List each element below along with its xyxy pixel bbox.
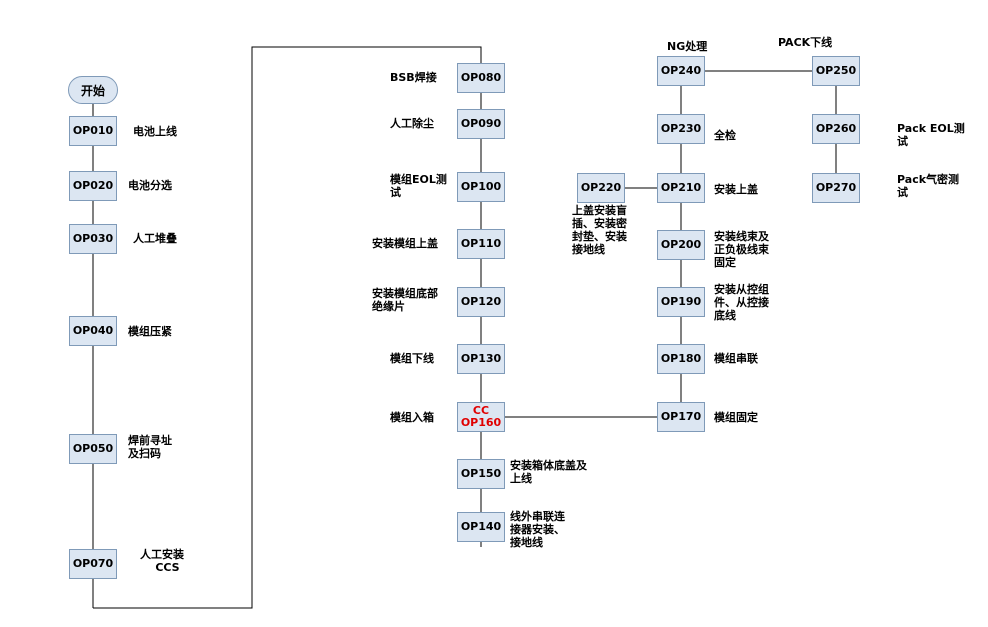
station-op220-label: 上盖安装盲 插、安装密 封垫、安装 接地线 [572, 204, 627, 256]
start-node: 开始 [68, 76, 118, 104]
station-op080-label: BSB焊接 [390, 71, 437, 84]
station-op150: OP150 [457, 459, 505, 489]
station-op210: OP210 [657, 173, 705, 203]
station-op120-label: 安装模组底部 绝缘片 [372, 287, 438, 313]
station-op010: OP010 [69, 116, 117, 146]
station-op050: OP050 [69, 434, 117, 464]
station-op170: OP170 [657, 402, 705, 432]
station-op200: OP200 [657, 230, 705, 260]
station-op260: OP260 [812, 114, 860, 144]
station-op270: OP270 [812, 173, 860, 203]
station-op110: OP110 [457, 229, 505, 259]
station-op020-label: 电池分选 [128, 179, 172, 192]
station-op070-label: 人工安装 CCS [140, 548, 184, 574]
station-op140: OP140 [457, 512, 505, 542]
station-op250-label: PACK下线 [778, 36, 833, 49]
station-op270-label: Pack气密测 试 [897, 173, 960, 199]
station-op130-label: 模组下线 [390, 352, 434, 365]
station-op180: OP180 [657, 344, 705, 374]
station-op230-label: 全检 [714, 129, 736, 142]
station-op200-label: 安装线束及 正负极线束 固定 [714, 230, 769, 269]
station-op170-label: 模组固定 [714, 411, 758, 424]
station-op190-label: 安装从控组 件、从控接 底线 [714, 283, 769, 322]
station-op120: OP120 [457, 287, 505, 317]
station-op150-label: 安装箱体底盖及 上线 [510, 459, 587, 485]
station-op110-label: 安装模组上盖 [372, 237, 438, 250]
station-op230: OP230 [657, 114, 705, 144]
station-op080: OP080 [457, 63, 505, 93]
station-op160-cc: CC [472, 404, 490, 417]
station-op130: OP130 [457, 344, 505, 374]
station-op020: OP020 [69, 171, 117, 201]
station-op040: OP040 [69, 316, 117, 346]
station-op090: OP090 [457, 109, 505, 139]
station-op070: OP070 [69, 549, 117, 579]
station-op040-label: 模组压紧 [128, 325, 172, 338]
station-op240-label: NG处理 [667, 40, 708, 53]
station-op190: OP190 [657, 287, 705, 317]
station-op030-label: 人工堆叠 [133, 232, 177, 245]
station-op030: OP030 [69, 224, 117, 254]
station-op250: OP250 [812, 56, 860, 86]
station-op140-label: 线外串联连 接器安装、 接地线 [510, 510, 565, 549]
station-op100-label: 模组EOL测 试 [390, 173, 447, 199]
station-op160: CC OP160 [457, 402, 505, 432]
station-op220: OP220 [577, 173, 625, 203]
station-op100: OP100 [457, 172, 505, 202]
station-op160-code: OP160 [460, 416, 502, 429]
station-op240: OP240 [657, 56, 705, 86]
station-op160-label: 模组入箱 [390, 411, 434, 424]
station-op210-label: 安装上盖 [714, 183, 758, 196]
station-op260-label: Pack EOL测 试 [897, 122, 965, 148]
station-op010-label: 电池上线 [133, 125, 177, 138]
station-op180-label: 模组串联 [714, 352, 758, 365]
station-op090-label: 人工除尘 [390, 117, 434, 130]
station-op050-label: 焊前寻址 及扫码 [128, 434, 172, 460]
